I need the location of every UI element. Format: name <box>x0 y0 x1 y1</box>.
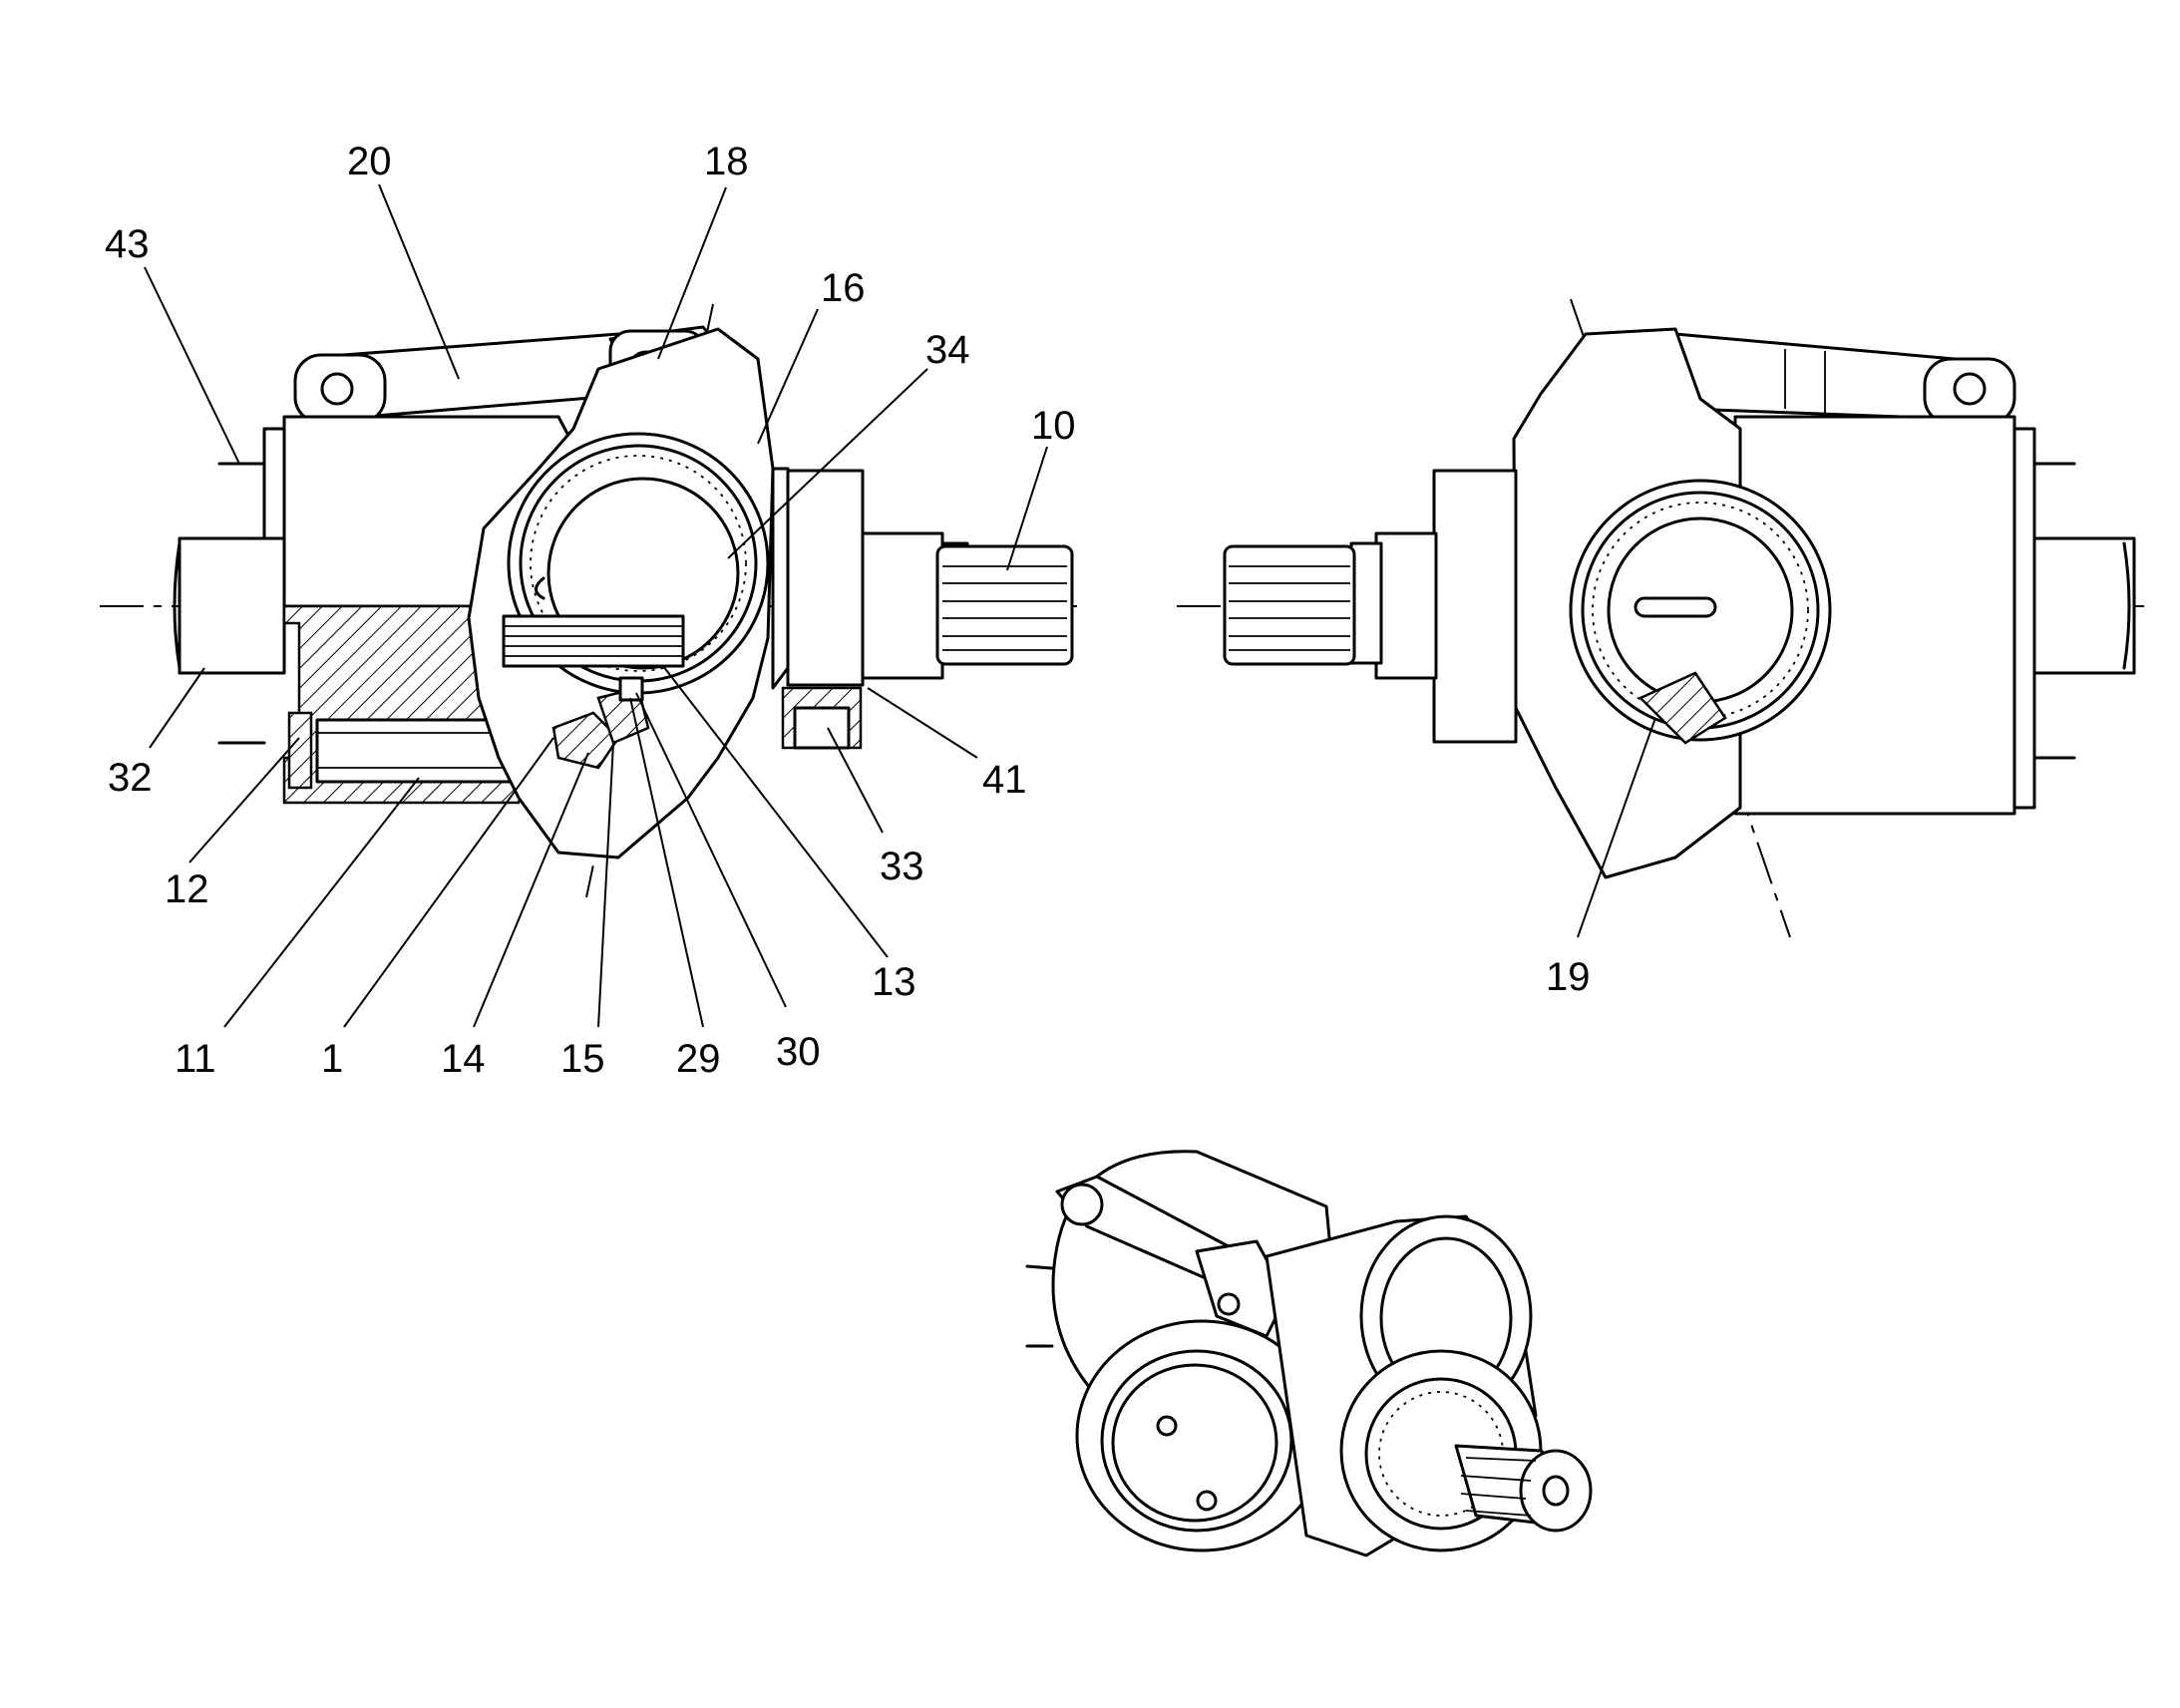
leader-15 <box>597 742 614 1028</box>
label-1: 1 <box>321 1037 343 1081</box>
perspective-view <box>1025 1150 1593 1557</box>
leader-1 <box>343 737 554 1028</box>
leader-41 <box>867 687 978 759</box>
label-11: 11 <box>175 1037 216 1081</box>
label-19: 19 <box>1546 955 1591 999</box>
leader-14 <box>473 752 589 1028</box>
label-41: 41 <box>982 758 1027 802</box>
leader-13 <box>662 665 889 958</box>
right-shaft <box>1223 469 1518 744</box>
right-side-view <box>1177 298 2144 938</box>
label-14: 14 <box>441 1037 486 1081</box>
rotary-head <box>467 327 775 859</box>
label-29: 29 <box>676 1037 721 1081</box>
label-32: 32 <box>108 756 153 800</box>
leader-11 <box>223 777 420 1028</box>
label-33: 33 <box>880 845 924 888</box>
leader-12 <box>188 737 300 863</box>
end-plate <box>173 427 286 745</box>
right-link-arm <box>1673 332 2016 426</box>
leader-32 <box>149 667 205 749</box>
leader-20 <box>378 183 460 380</box>
label-15: 15 <box>560 1037 605 1081</box>
label-30: 30 <box>776 1030 821 1074</box>
leader-34 <box>727 368 928 559</box>
leader-30 <box>635 692 787 1008</box>
leader-16 <box>757 308 819 445</box>
leader-29 <box>629 697 704 1028</box>
label-34: 34 <box>925 328 970 372</box>
label-16: 16 <box>821 266 866 310</box>
label-18: 18 <box>704 140 749 183</box>
leader-lines <box>144 183 1656 1028</box>
label-20: 20 <box>347 140 392 183</box>
leader-19 <box>1577 717 1656 938</box>
leader-33 <box>827 727 884 834</box>
valve-parts <box>551 676 650 770</box>
leader-18 <box>657 186 727 360</box>
leader-43 <box>144 266 240 465</box>
left-sectional-view <box>100 303 1087 898</box>
reference-labels: 43 20 18 16 34 10 32 41 12 33 13 11 1 14… <box>105 140 1591 1081</box>
label-12: 12 <box>165 867 209 911</box>
label-10: 10 <box>1031 404 1076 448</box>
right-rotary-head <box>1512 327 1832 879</box>
label-13: 13 <box>872 960 916 1004</box>
bracket <box>781 686 863 750</box>
leader-10 <box>1006 446 1048 571</box>
label-43: 43 <box>105 222 150 266</box>
shaft <box>502 467 1074 690</box>
